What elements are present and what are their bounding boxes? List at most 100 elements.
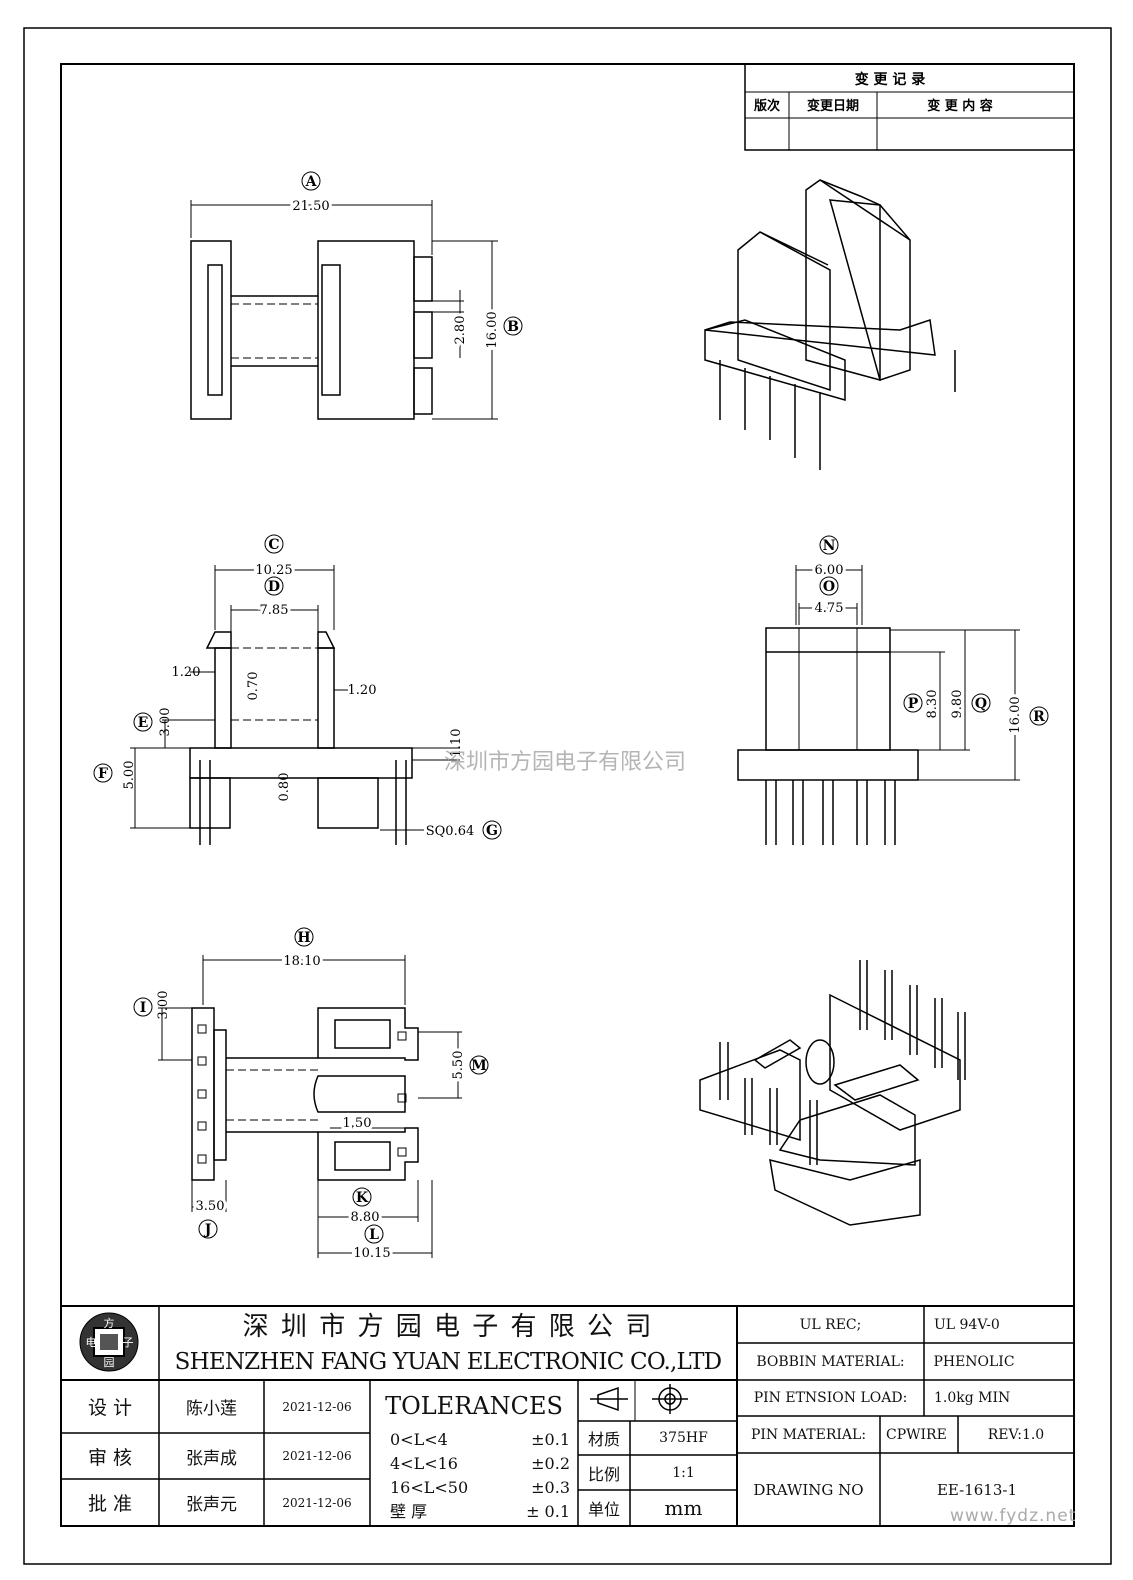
label-e: E bbox=[138, 715, 149, 731]
bubble-b bbox=[503, 316, 523, 336]
projection-symbol bbox=[590, 1384, 688, 1414]
dim-d-value: 7.85 bbox=[260, 603, 289, 618]
tolerances-title: TOLERANCES bbox=[385, 1392, 563, 1420]
company-name-en: SHENZHEN FANG YUAN ELECTRONIC CO.,LTD bbox=[174, 1348, 722, 1375]
bubble-i bbox=[133, 997, 153, 1017]
pin-load-label: PIN ETNSION LOAD: bbox=[753, 1390, 908, 1406]
bubble-d bbox=[264, 576, 284, 596]
label-i: I bbox=[140, 1000, 147, 1016]
dim-pin-step: 1.10 bbox=[449, 729, 464, 758]
top-view bbox=[190, 240, 433, 420]
label-q: Q bbox=[975, 696, 987, 712]
dim-r-value: 16.00 bbox=[1008, 696, 1023, 733]
label-j: J bbox=[203, 1222, 212, 1238]
bubble-a bbox=[301, 171, 321, 191]
tolerance-row: 壁 厚 ± 0.1 bbox=[390, 1500, 570, 1524]
label-g: G bbox=[486, 823, 498, 839]
dim-q-value: 9.80 bbox=[950, 690, 965, 719]
label-b: B bbox=[507, 319, 519, 335]
bubble-r bbox=[1029, 706, 1049, 726]
design-name: 陈小莲 bbox=[186, 1399, 237, 1419]
dim-j-value: 3.50 bbox=[196, 1199, 225, 1214]
label-k: K bbox=[356, 1190, 369, 1206]
tolerance-row: 4<L<16 ±0.2 bbox=[390, 1452, 570, 1476]
logo-char-right: 子 bbox=[123, 1336, 134, 1349]
logo-char-left: 电 bbox=[86, 1336, 97, 1349]
dim-m-value: 5.50 bbox=[451, 1051, 466, 1080]
scale-value: 1:1 bbox=[672, 1464, 695, 1481]
label-c: C bbox=[268, 537, 279, 553]
tol-range: 壁 厚 bbox=[390, 1502, 428, 1521]
bubble-n bbox=[819, 535, 839, 555]
bubble-q bbox=[971, 693, 991, 713]
dim-f-value: 5.00 bbox=[122, 761, 137, 790]
bubble-p bbox=[903, 693, 923, 713]
dim-a-value: 21.50 bbox=[292, 199, 329, 214]
bubble-f bbox=[93, 763, 113, 783]
label-h: H bbox=[297, 930, 310, 946]
watermark: 深圳市方园电子有限公司 bbox=[444, 750, 686, 775]
pin-material-label: PIN MATERIAL: bbox=[750, 1426, 867, 1443]
drawing-no-value: EE-1613-1 bbox=[936, 1480, 1018, 1499]
tolerance-row: 16<L<50±0.3 bbox=[390, 1476, 570, 1500]
dim-n-value: 6.00 bbox=[815, 563, 844, 578]
label-p: P bbox=[908, 696, 919, 712]
dim-k-value: 8.80 bbox=[351, 1210, 380, 1225]
design-date: 2021-12-06 bbox=[282, 1399, 352, 1414]
material-value: 375HF bbox=[659, 1430, 708, 1446]
approve-date: 2021-12-06 bbox=[282, 1495, 352, 1510]
revision-col-content: 变 更 内 容 bbox=[927, 98, 993, 114]
label-l: L bbox=[369, 1227, 379, 1243]
revision-col-version: 版次 bbox=[754, 98, 780, 114]
bobbin-material-value: PHENOLIC bbox=[933, 1353, 1015, 1370]
revision-block bbox=[744, 63, 1075, 151]
design-label: 设 计 bbox=[87, 1397, 133, 1419]
material-label: 材质 bbox=[587, 1430, 620, 1449]
tol-range: 0<L<4 bbox=[390, 1430, 448, 1449]
bubble-k bbox=[352, 1187, 372, 1207]
dim-e-value: 3.00 bbox=[158, 708, 173, 737]
dim-p-value: 8.30 bbox=[925, 690, 940, 719]
unit-label: 单位 bbox=[587, 1500, 620, 1519]
tol-value: ± 0.1 bbox=[526, 1502, 570, 1521]
front-view bbox=[189, 631, 413, 845]
tol-value: ±0.2 bbox=[531, 1454, 570, 1473]
bottom-view-pins bbox=[197, 1024, 407, 1164]
iso-view-top bbox=[704, 179, 956, 470]
review-name: 张声成 bbox=[186, 1448, 237, 1469]
tol-range: 4<L<16 bbox=[390, 1454, 458, 1473]
tolerance-table: 0<L<4 ±0.1 4<L<16 ±0.2 16<L<50±0.3 壁 厚 ± 0.… bbox=[390, 1428, 570, 1524]
tolerance-row: 0<L<4 ±0.1 bbox=[390, 1428, 570, 1452]
side-view bbox=[737, 627, 919, 845]
label-m: M bbox=[471, 1058, 487, 1074]
tol-value: ±0.1 bbox=[531, 1430, 570, 1449]
outer-frame bbox=[23, 27, 1112, 1565]
title-block-grid bbox=[61, 1305, 1074, 1526]
dim-l-value: 10.15 bbox=[353, 1246, 390, 1261]
dim-wall-right: 1.20 bbox=[348, 683, 377, 698]
bubble-h bbox=[294, 927, 314, 947]
bubble-m bbox=[469, 1055, 489, 1075]
approve-label: 批 准 bbox=[87, 1493, 133, 1515]
company-name-cn: 深 圳 市 方 园 电 子 有 限 公 司 bbox=[242, 1312, 654, 1342]
dim-i-value: 3.00 bbox=[156, 991, 171, 1020]
label-f: F bbox=[98, 766, 108, 782]
top-view-dims bbox=[190, 200, 498, 420]
dim-c-value: 10.25 bbox=[255, 563, 292, 578]
bobbin-material-label: BOBBIN MATERIAL: bbox=[756, 1353, 905, 1370]
bubble-c bbox=[264, 534, 284, 554]
bubble-j bbox=[198, 1219, 218, 1239]
dim-d-gap: 0.70 bbox=[246, 672, 261, 701]
bubble-l bbox=[364, 1224, 384, 1244]
label-r: R bbox=[1033, 709, 1045, 725]
logo-char-top: 方 bbox=[104, 1316, 115, 1330]
bubble-o bbox=[819, 576, 839, 596]
drawing-no-label: DRAWING NO bbox=[753, 1480, 864, 1499]
tol-value: ±0.3 bbox=[531, 1478, 570, 1497]
dim-h-value: 18.10 bbox=[283, 954, 320, 969]
dim-g-value: SQ0.64 bbox=[426, 824, 475, 839]
company-logo bbox=[79, 1312, 139, 1372]
dim-base-gap: 0.80 bbox=[277, 773, 292, 802]
approve-name: 张声元 bbox=[186, 1495, 237, 1515]
